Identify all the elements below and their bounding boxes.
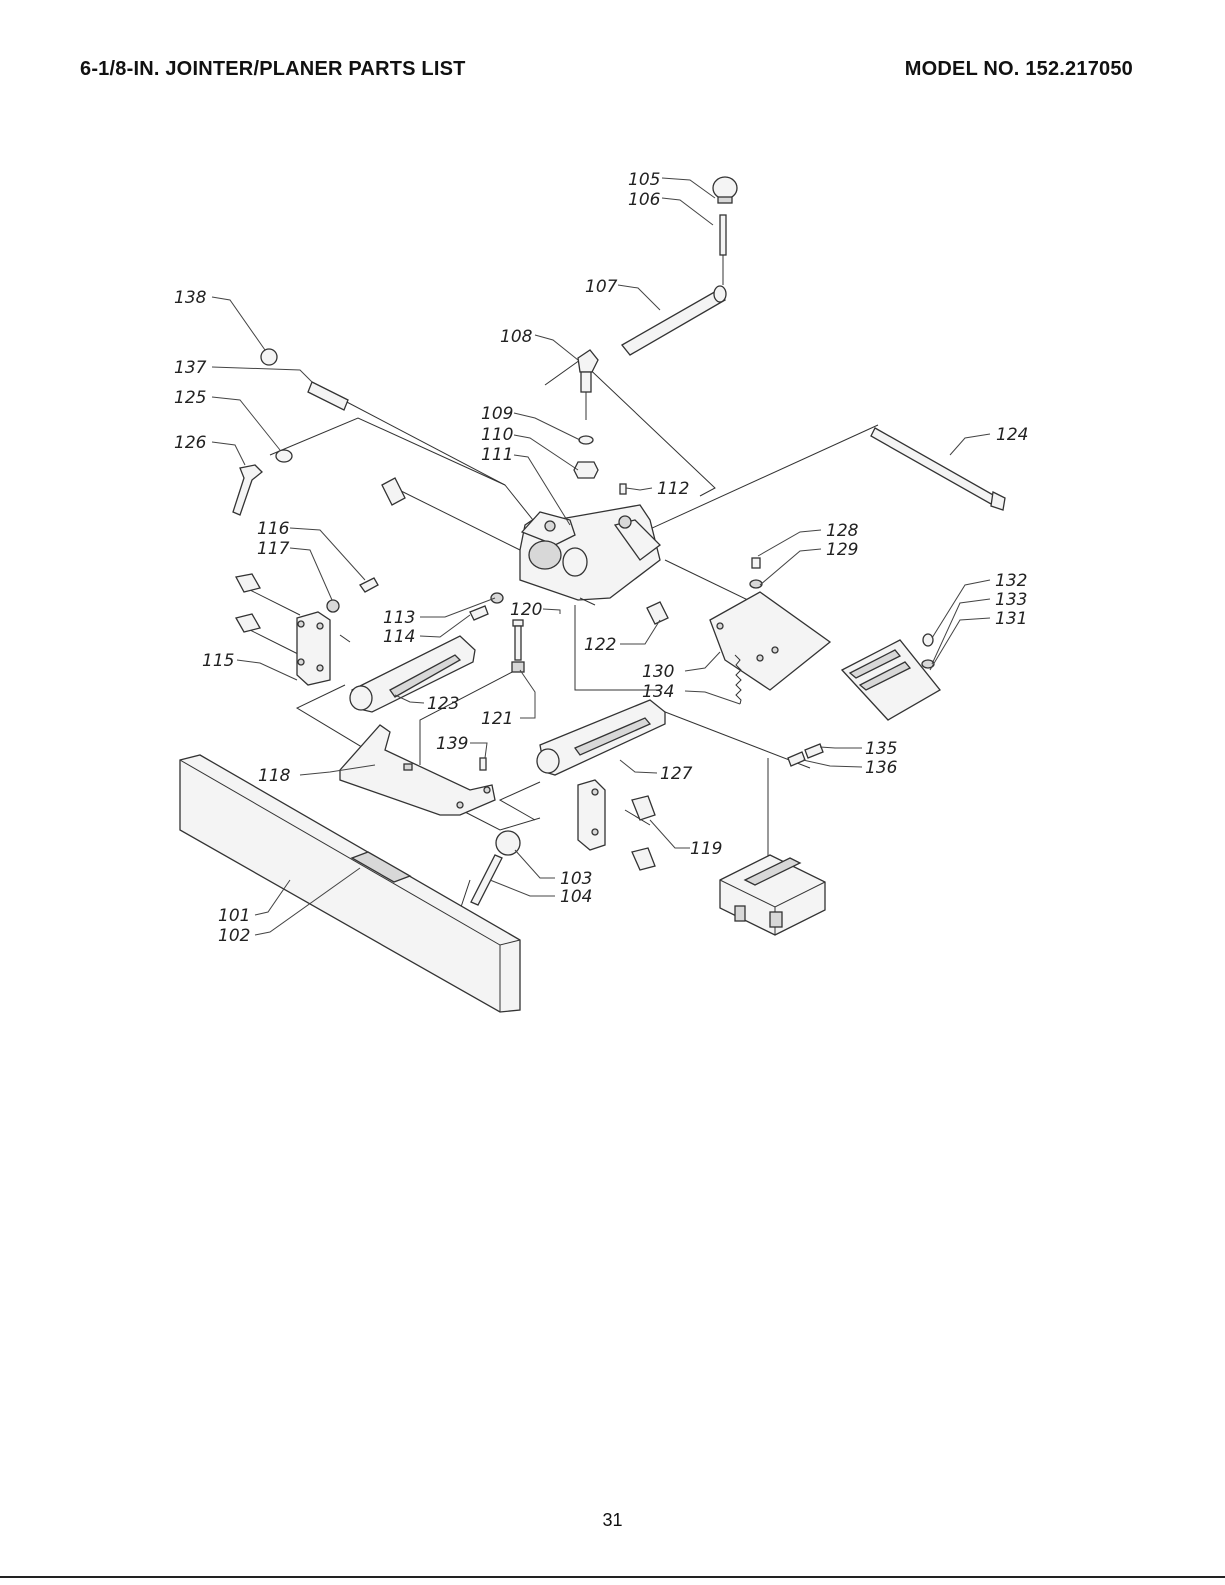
label-108: 108 [500,327,533,347]
screw-132 [923,634,933,646]
label-133: 133 [995,590,1027,610]
label-109: 109 [481,404,513,424]
guard-plate-130 [710,592,830,690]
lever-arm-118 [340,725,495,815]
bolt-120 [513,620,523,660]
washer-117 [327,600,339,612]
block-108 [578,350,598,420]
label-110: 110 [481,425,513,445]
label-131: 131 [995,609,1027,629]
lever-126 [233,465,262,515]
label-129: 129 [826,540,858,560]
label-130: 130 [642,662,674,682]
label-120: 120 [510,600,542,620]
guard-131 [842,640,940,720]
label-116: 116 [257,519,290,539]
label-111: 111 [481,445,513,465]
label-106: 106 [628,190,661,210]
label-126: 126 [174,433,207,453]
screw-135 [805,744,823,758]
label-123: 123 [427,694,459,714]
screw-136 [788,752,805,766]
label-114: 114 [383,627,415,647]
nut-121 [512,662,524,672]
label-102: 102 [218,926,250,946]
fence-bracket-housing [520,505,660,605]
label-136: 136 [865,758,898,778]
label-101: 101 [218,906,250,926]
stud-104 [471,855,502,905]
label-105: 105 [628,170,660,190]
bracket-plate-115 [236,574,330,685]
label-125: 125 [174,388,206,408]
label-127: 127 [660,764,693,784]
knob-105 [713,177,737,203]
washer-129 [750,580,762,588]
label-124: 124 [996,425,1028,445]
label-134: 134 [642,682,674,702]
washer-109 [579,436,593,444]
screw-116 [360,578,378,592]
label-117: 117 [257,539,290,559]
screw-128 [752,558,760,568]
label-138: 138 [174,288,207,308]
slotted-arm-127 [537,700,665,775]
washer-125 [276,450,292,462]
label-112: 112 [657,479,689,499]
stud-137 [308,382,348,410]
label-121: 121 [481,709,513,729]
label-119: 119 [690,839,722,859]
stud-106 [720,215,726,285]
label-107: 107 [585,277,618,297]
label-103: 103 [560,869,592,889]
pin-139 [480,758,486,770]
bottom-rule [0,1576,1225,1578]
bracket-119 [578,780,655,870]
label-118: 118 [258,766,291,786]
label-132: 132 [995,571,1027,591]
screw-114 [470,606,488,620]
base-block [720,855,825,935]
pin-122 [647,602,668,624]
label-122: 122 [584,635,616,655]
label-104: 104 [560,887,592,907]
page-number: 31 [0,1510,1225,1531]
label-135: 135 [865,739,897,759]
label-128: 128 [826,521,859,541]
label-113: 113 [383,608,415,628]
pin-112 [620,484,626,494]
label-137: 137 [174,358,207,378]
pin-upper-left [382,478,405,505]
shaft-107 [622,286,726,355]
ball-138 [261,349,277,365]
washer-113 [491,593,503,603]
label-115: 115 [202,651,234,671]
label-139: 139 [436,734,468,754]
bolt-124 [871,428,1005,510]
